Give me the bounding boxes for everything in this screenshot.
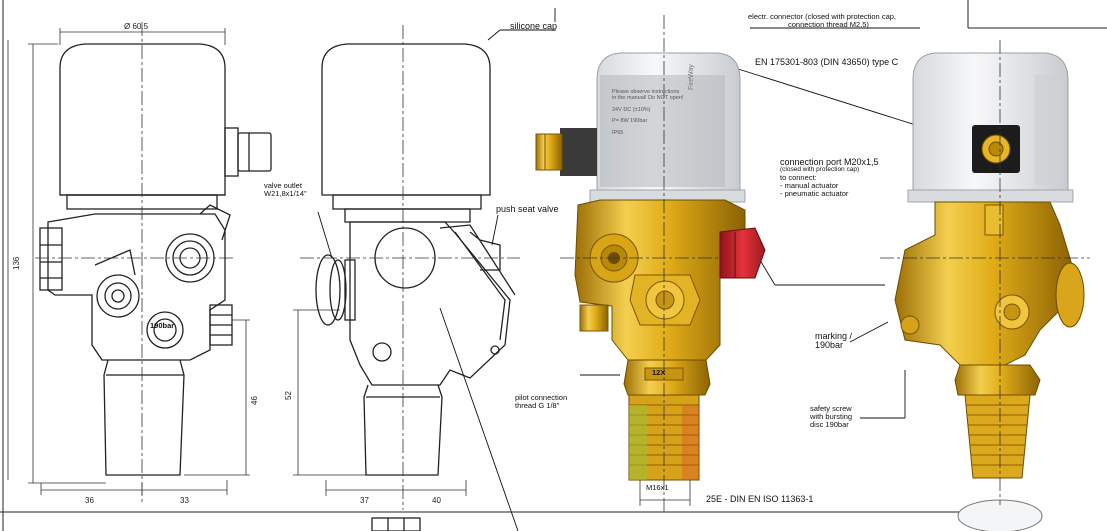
label-electr-connector-line2: connection thread M2,5) — [788, 19, 869, 29]
label-marking-line1: marking / — [815, 331, 853, 341]
side-view-centerlines — [300, 25, 520, 510]
body-marking-12x: 12X — [652, 368, 666, 377]
label-marking-line2: 190bar — [815, 340, 844, 351]
label-thread-spec: 25E - DIN EN ISO 11363-1 — [706, 494, 814, 504]
dimension-52: 52 — [284, 391, 293, 400]
label-pilot-connection-line1: pilot connection — [515, 393, 568, 402]
color-render-front-dimensions — [639, 480, 691, 506]
label-marking: marking / 190bar — [815, 331, 853, 351]
dimension-46: 46 — [250, 396, 259, 405]
sticker-line4: P= 8W 190bar — [612, 118, 648, 125]
label-connection-port-line1: connection port M20x1,5 — [780, 157, 879, 167]
label-safety-screw-line1: safety screw — [810, 404, 852, 413]
label-pilot-connection-line2: thread G 1/8" — [515, 400, 560, 410]
label-connection-port-line5: - pneumatic actuator — [780, 189, 849, 198]
label-push-seat-valve: push seat valve — [496, 204, 559, 214]
label-thread-m16: M16x1 — [646, 483, 669, 492]
label-connection-port-line3: to connect: — [780, 173, 817, 183]
dimension-37: 37 — [360, 496, 369, 505]
label-safety-screw-line2: with bursting — [810, 411, 853, 421]
label-connection-port-line2: (closed with protection cap) — [780, 166, 860, 174]
body-marking-190bar: 190bar — [150, 321, 175, 330]
label-pilot-connection: pilot connection thread G 1/8" — [515, 394, 567, 410]
side-view-drawing — [315, 43, 516, 531]
sticker-line2: in the manual! Do NOT open! — [612, 94, 684, 101]
label-connection-port: connection port M20x1,5 (closed with pro… — [780, 157, 879, 198]
front-view-drawing — [39, 43, 272, 476]
label-safety-screw-line3: disc 190bar — [810, 419, 849, 429]
label-valve-outlet: valve outlet W21,8x1/14" — [264, 182, 307, 198]
dimension-36: 36 — [85, 496, 94, 505]
label-electr-connector-line1: electr. connector (closed with protectio… — [748, 12, 896, 21]
dimension-40: 40 — [432, 496, 441, 505]
label-silicone-cap: silicone cap — [510, 21, 558, 31]
dimension-total-height: 136 — [12, 256, 21, 270]
label-valve-outlet-line1: valve outlet — [264, 181, 302, 190]
product-sticker: Please observe instructions in the manua… — [612, 89, 684, 137]
sticker-line5: IP65 — [612, 130, 624, 137]
sticker-line3: 24V DC (±10%) — [612, 106, 651, 113]
color-render-front-centerlines — [560, 15, 720, 512]
dimension-33: 33 — [180, 496, 189, 505]
dimension-top-width: Ø 60.5 — [124, 22, 149, 31]
label-safety-screw: safety screw with bursting disc 190bar — [810, 405, 852, 429]
color-render-side — [894, 52, 1085, 531]
label-connection-port-line4: - manual actuator — [780, 181, 839, 191]
sticker-brand: FireWay — [688, 64, 695, 90]
sticker-line1: Please observe instructions — [612, 89, 680, 95]
label-electr-connector: electr. connector (closed with protectio… — [748, 13, 896, 29]
side-view-dimensions — [293, 309, 467, 496]
label-valve-outlet-line2: W21,8x1/14" — [264, 188, 307, 198]
label-en-connector-type: EN 175301-803 (DIN 43650) type C — [755, 57, 899, 67]
front-view-centerlines — [35, 22, 235, 505]
color-render-side-centerlines — [880, 40, 1090, 505]
front-view-dimensions — [7, 28, 250, 495]
